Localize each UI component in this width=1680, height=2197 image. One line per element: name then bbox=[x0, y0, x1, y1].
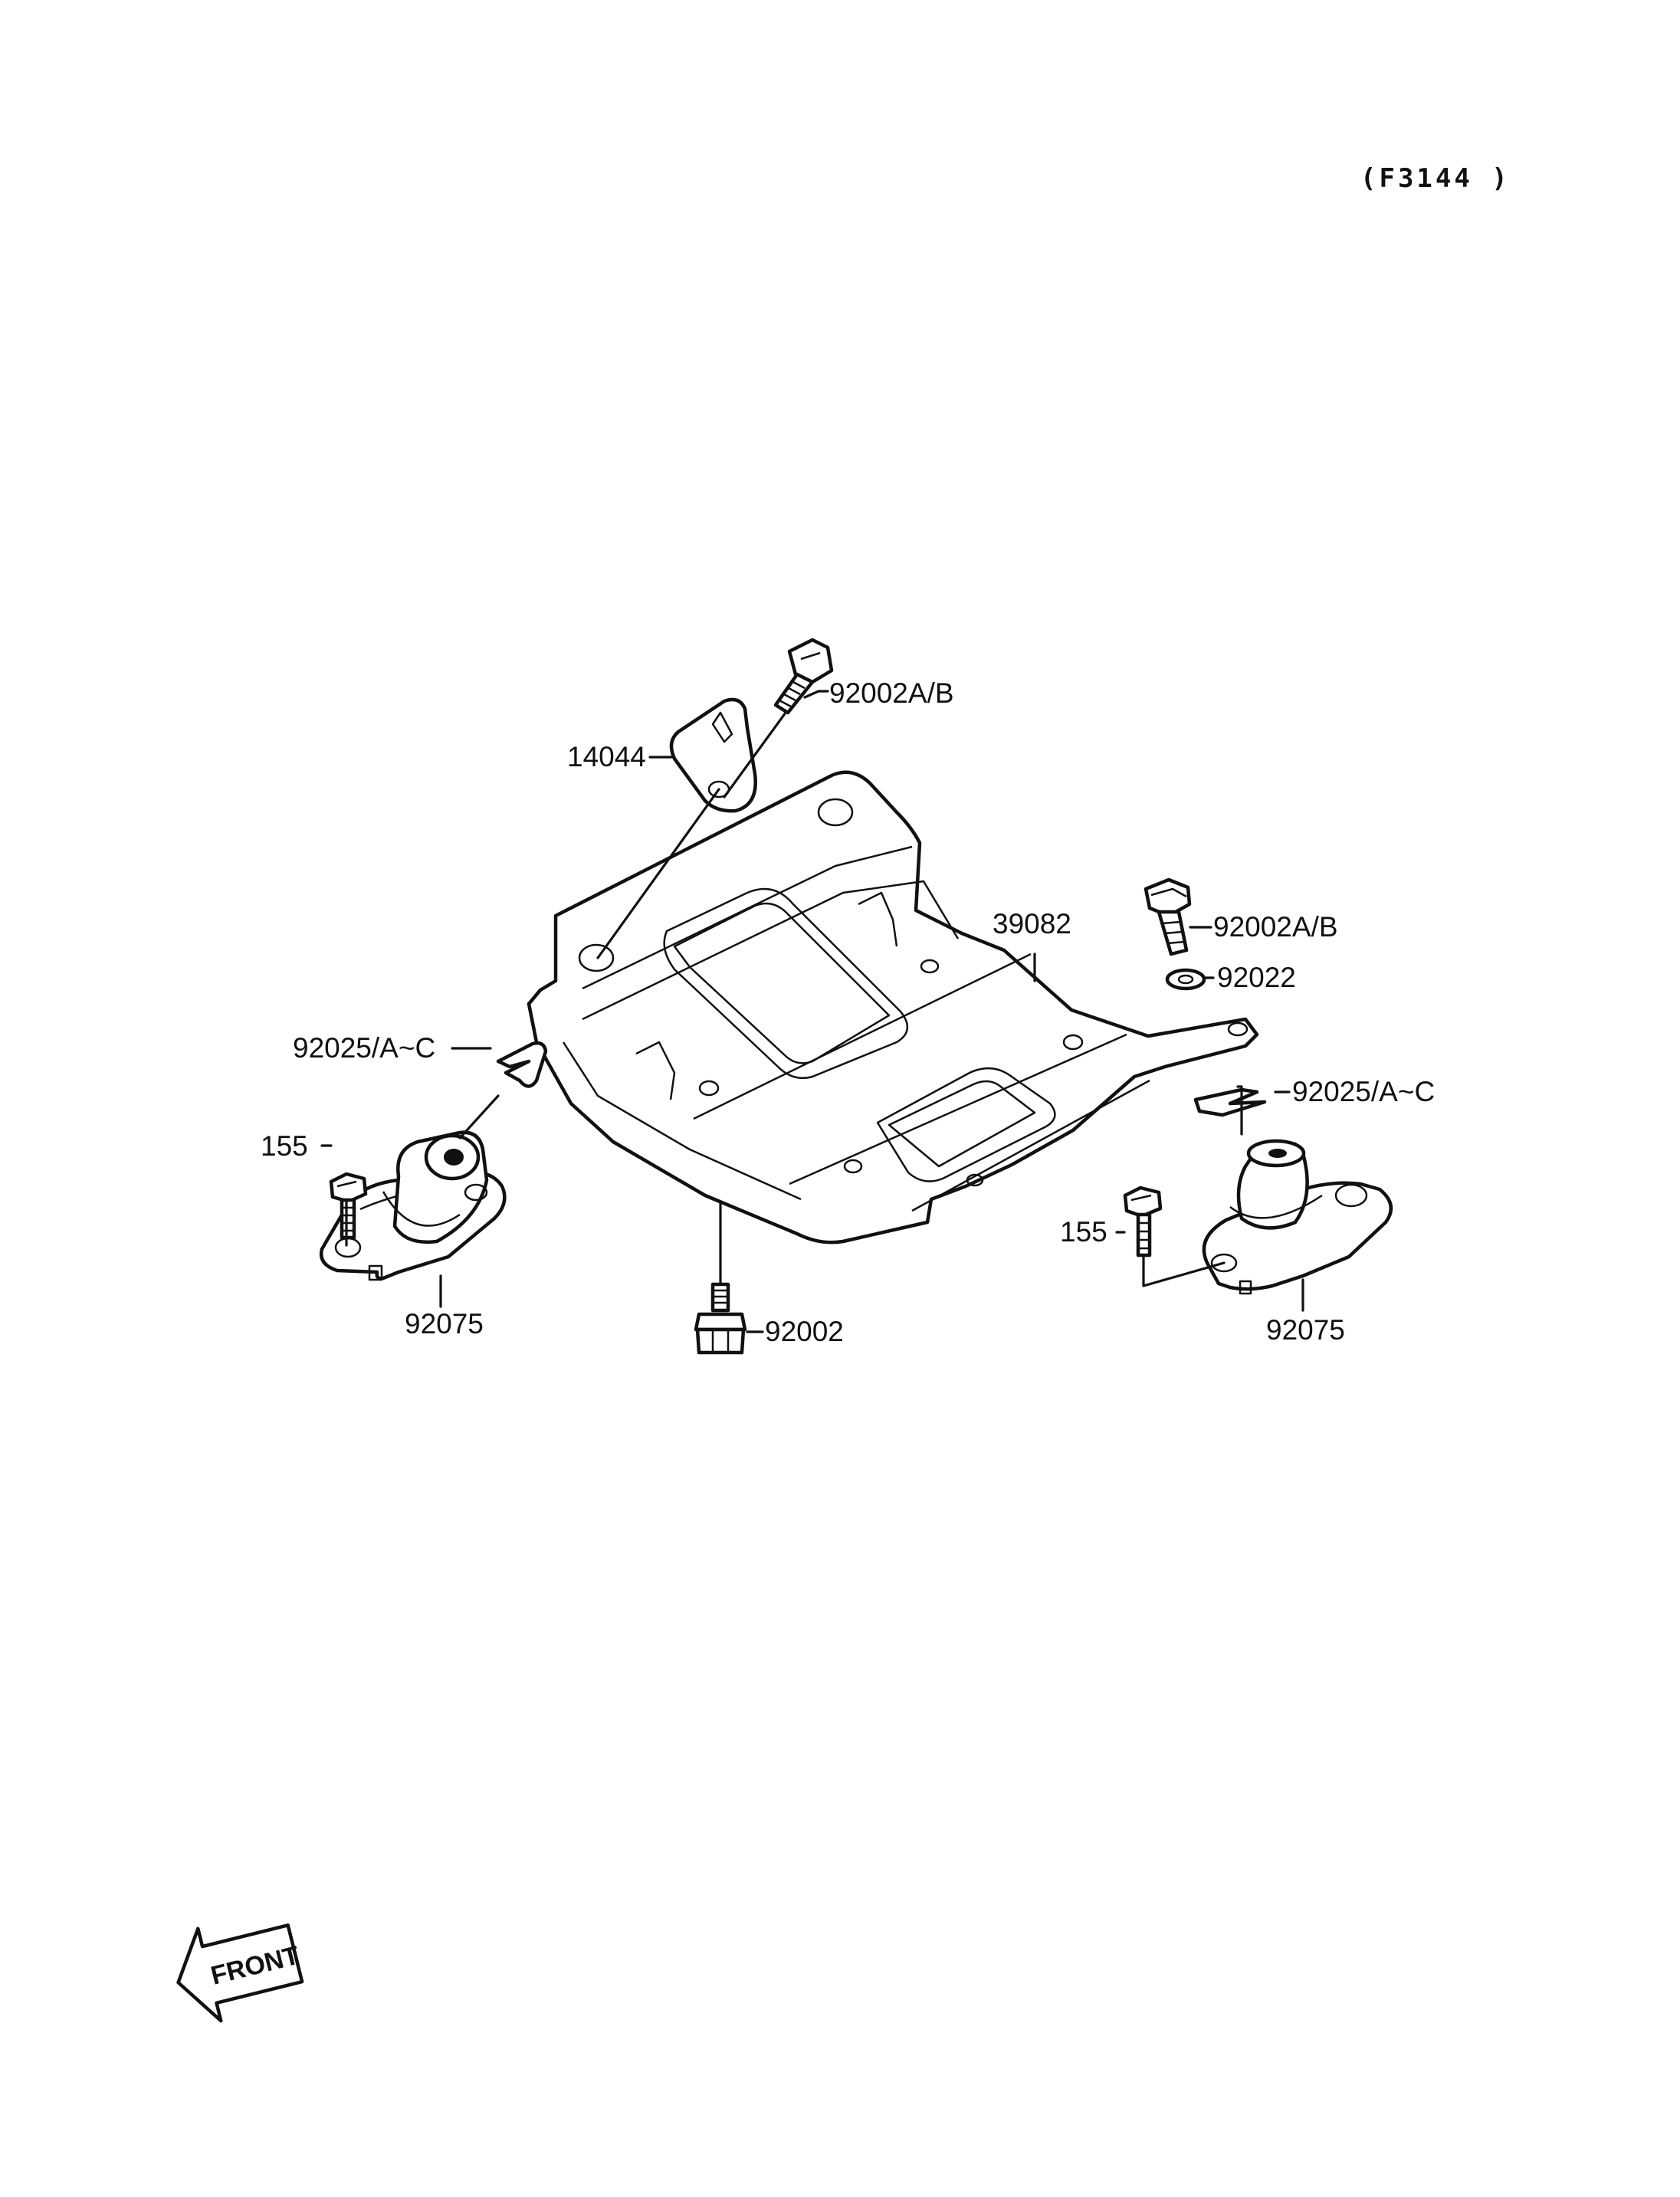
label-washer-right: 92022 bbox=[1217, 962, 1296, 993]
label-shim-right: 92025/A~C bbox=[1292, 1076, 1435, 1107]
figure-code: (F3144 ) bbox=[1360, 163, 1511, 194]
label-bracket: 14044 bbox=[567, 741, 646, 772]
bolt-small-right-drawing bbox=[1123, 1185, 1163, 1258]
bolt-small-left-drawing bbox=[329, 1172, 368, 1240]
label-plate: 39082 bbox=[993, 908, 1071, 939]
shim-right-drawing bbox=[1193, 1087, 1267, 1117]
label-bolt-top: 92002A/B bbox=[829, 677, 954, 709]
label-mount-left: 92075 bbox=[405, 1308, 484, 1340]
label-bolt-bottom: 92002 bbox=[765, 1316, 844, 1347]
label-bolt-right: 92002A/B bbox=[1213, 911, 1338, 943]
bolt-right-drawing bbox=[1144, 877, 1192, 956]
bolt-top-drawing bbox=[773, 638, 834, 715]
washer-drawing bbox=[1165, 968, 1206, 991]
front-arrow: FRONT bbox=[176, 1923, 304, 2023]
mount-left-drawing bbox=[319, 1130, 507, 1281]
label-mount-right: 92075 bbox=[1266, 1314, 1345, 1346]
label-bolt-small-right: 155 bbox=[1060, 1216, 1107, 1248]
shim-left-drawing bbox=[496, 1041, 548, 1088]
mount-right-drawing bbox=[1202, 1139, 1393, 1295]
leader-lines bbox=[320, 690, 1304, 1333]
bolt-bottom-drawing bbox=[694, 1282, 747, 1355]
bracket-drawing bbox=[669, 697, 757, 813]
label-bolt-small-left: 155 bbox=[261, 1130, 308, 1162]
plate-drawing bbox=[527, 770, 1259, 1244]
label-shim-left: 92025/A~C bbox=[293, 1032, 435, 1064]
